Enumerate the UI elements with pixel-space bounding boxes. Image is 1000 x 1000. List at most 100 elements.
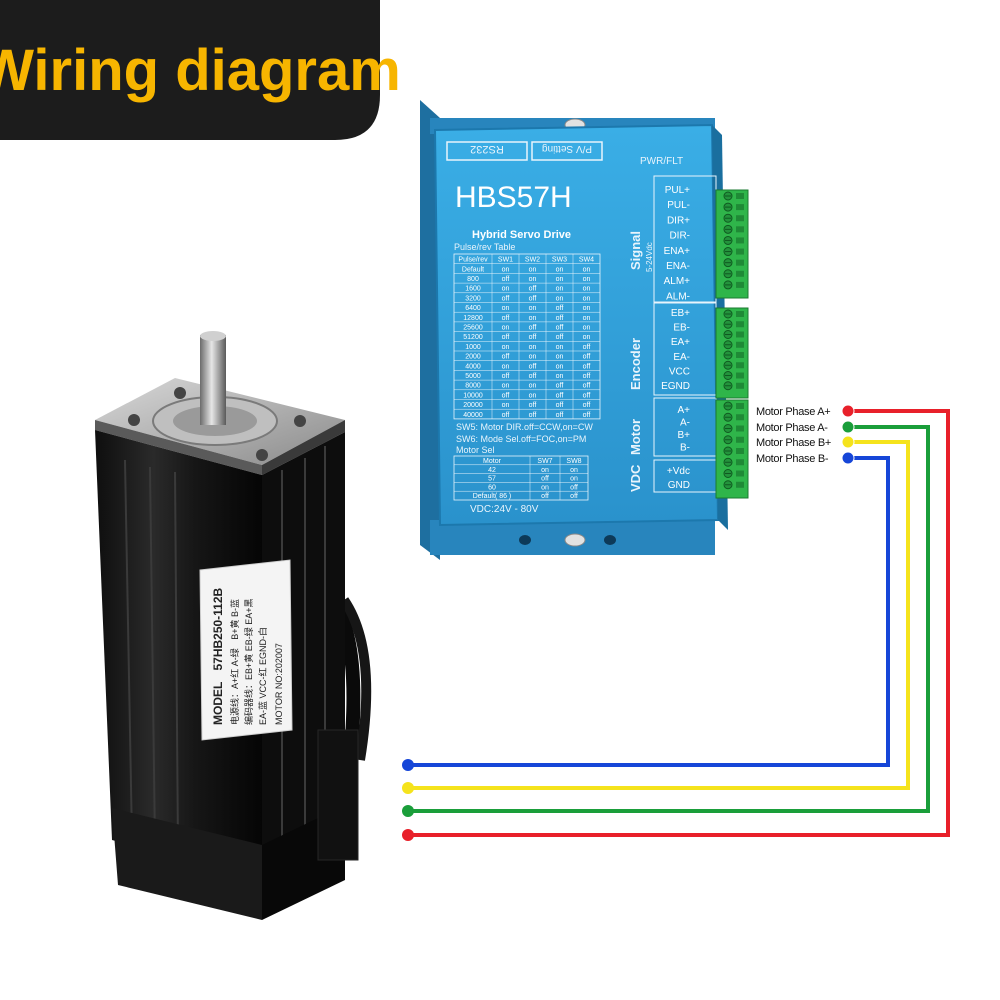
terminal-label-signal: DIR- xyxy=(669,231,690,242)
terminal-slot xyxy=(736,311,744,317)
pulse-table-cell: on xyxy=(502,286,510,293)
pulse-table-cell: off xyxy=(556,392,564,399)
motor-table-frame xyxy=(453,455,589,501)
pulse-table-cell: on xyxy=(556,286,564,293)
pulse-table-cell: on xyxy=(556,266,564,273)
wire-start-dot xyxy=(841,435,855,449)
pulse-table-cell: off xyxy=(556,315,564,322)
motor-table-header: SW8 xyxy=(566,458,581,465)
drive-model: HBS57H xyxy=(455,181,572,214)
pulse-table-header: SW1 xyxy=(498,257,513,264)
pulse-table-cell: 4000 xyxy=(465,363,481,370)
pulse-table-cell: off xyxy=(529,325,537,332)
wire-label: Motor Phase B+ xyxy=(756,437,831,449)
rs232-port xyxy=(446,141,528,161)
pulse-table-cell: 10000 xyxy=(463,392,483,399)
encoder-section-label: Encoder xyxy=(628,338,643,390)
terminal-label-signal: ENA- xyxy=(666,261,690,272)
terminal-slot xyxy=(736,281,744,288)
terminal-slot xyxy=(736,270,744,277)
terminal-slot xyxy=(736,403,744,409)
pulse-table-cell: on xyxy=(529,392,537,399)
nameplate-line2: B+黄 B-蓝 xyxy=(229,599,240,640)
title-banner: Wiring diagram xyxy=(0,0,401,140)
pulse-table-cell: on xyxy=(529,315,537,322)
pulse-table-cell: off xyxy=(502,315,510,322)
servo-drive: RS232 P/V Setting PWR/FLT HBS57H Hybrid … xyxy=(420,100,749,560)
pulse-table-frame xyxy=(453,253,601,420)
mount-screw xyxy=(564,533,586,547)
pulse-table-cell: on xyxy=(556,363,564,370)
svg-text:MODEL 57HB250-112B: MODEL 57HB250-112B xyxy=(211,587,225,725)
terminal-label-motor: A- xyxy=(680,418,690,429)
terminal-label-encoder: EGND xyxy=(661,381,690,392)
banner-title: Wiring diagram xyxy=(0,38,401,103)
pulse-table-cell: off xyxy=(583,344,591,351)
pulse-table-cell: 20000 xyxy=(463,402,483,409)
pulse-table-cell: off xyxy=(529,363,537,370)
motor-table-cell: off xyxy=(570,493,578,500)
pulse-table-cell: off xyxy=(556,334,564,341)
nameplate-model: 57HB250-112B xyxy=(211,587,225,670)
signal-voltage-label: 5-24Vdc xyxy=(645,242,654,272)
wire-path xyxy=(408,456,890,767)
terminal-strip: PUL+PUL-DIR+DIR-ENA+ENA-ALM+ALM-EB+EB-EA… xyxy=(653,175,749,499)
wire-endpoints: Motor Phase A+Motor Phase A-Motor Phase … xyxy=(402,404,855,841)
flange-screw xyxy=(294,415,306,427)
pulse-table-header: SW2 xyxy=(525,257,540,264)
pulse-table-cell: on xyxy=(529,354,537,361)
pv-setting-label: P/V Setting xyxy=(542,143,592,154)
pulse-table-cell: 3200 xyxy=(465,295,481,302)
wire-path xyxy=(408,425,930,813)
pulse-table-cell: off xyxy=(529,286,537,293)
pulse-table-cell: on xyxy=(583,286,591,293)
terminal-label-encoder: EA- xyxy=(673,352,690,363)
pulse-table-cell: off xyxy=(502,412,510,419)
motor-table-cell: off xyxy=(570,484,578,491)
terminal-slot xyxy=(736,193,744,199)
pulse-table-cell: 25600 xyxy=(463,325,483,332)
pulse-table-cell: off xyxy=(556,305,564,312)
terminal-slot xyxy=(736,414,744,421)
pulse-table-title: Pulse/rev Table xyxy=(454,242,515,252)
terminal-slot xyxy=(736,248,744,255)
pulse-table-cell: on xyxy=(583,276,591,283)
pulse-table-cell: on xyxy=(502,344,510,351)
nameplate-line4: EA-蓝 VCC-红 EGND-白 xyxy=(257,627,268,725)
terminal-slot xyxy=(736,425,744,432)
pwr-flt-label: PWR/FLT xyxy=(640,156,683,167)
motor-section-label: Motor xyxy=(628,419,643,455)
terminal-slot xyxy=(736,204,744,211)
pulse-table-cell: on xyxy=(502,363,510,370)
motor-body-front xyxy=(95,430,262,880)
drive-subtitle: Hybrid Servo Drive xyxy=(472,229,571,241)
pulse-table-header: Pulse/rev xyxy=(458,257,488,264)
pulse-table-cell: on xyxy=(583,295,591,302)
terminal-label-signal: PUL+ xyxy=(665,185,690,196)
pulse-table-cell: 51200 xyxy=(463,334,483,341)
pulse-table-cell: on xyxy=(529,266,537,273)
pulse-table-header: SW4 xyxy=(579,257,594,264)
motor-shaft xyxy=(200,335,226,425)
terminal-slot xyxy=(736,448,744,454)
pulse-table-cell: 12800 xyxy=(463,315,483,322)
nameplate-model-prefix: MODEL xyxy=(211,682,225,725)
pulse-table-cell: Default xyxy=(462,266,484,273)
terminal-slot xyxy=(736,362,744,369)
nameplate-motor-no: MOTOR NO:202007 xyxy=(274,643,284,725)
wire-start-dot xyxy=(841,420,855,434)
terminal-label-signal: ENA+ xyxy=(664,246,691,257)
pulse-table-cell: on xyxy=(556,276,564,283)
wire-start-dot xyxy=(841,404,855,418)
motor-table-cell: 42 xyxy=(488,467,496,474)
terminal-slot xyxy=(736,226,744,233)
wire-path xyxy=(408,409,950,837)
pulse-table-cell: 8000 xyxy=(465,383,481,390)
pulse-table-cell: off xyxy=(502,373,510,380)
motor-table-cell: off xyxy=(541,476,549,483)
terminal-label-motor: B- xyxy=(680,443,690,454)
wire-end-dot xyxy=(402,805,414,817)
pulse-table-cell: on xyxy=(529,276,537,283)
